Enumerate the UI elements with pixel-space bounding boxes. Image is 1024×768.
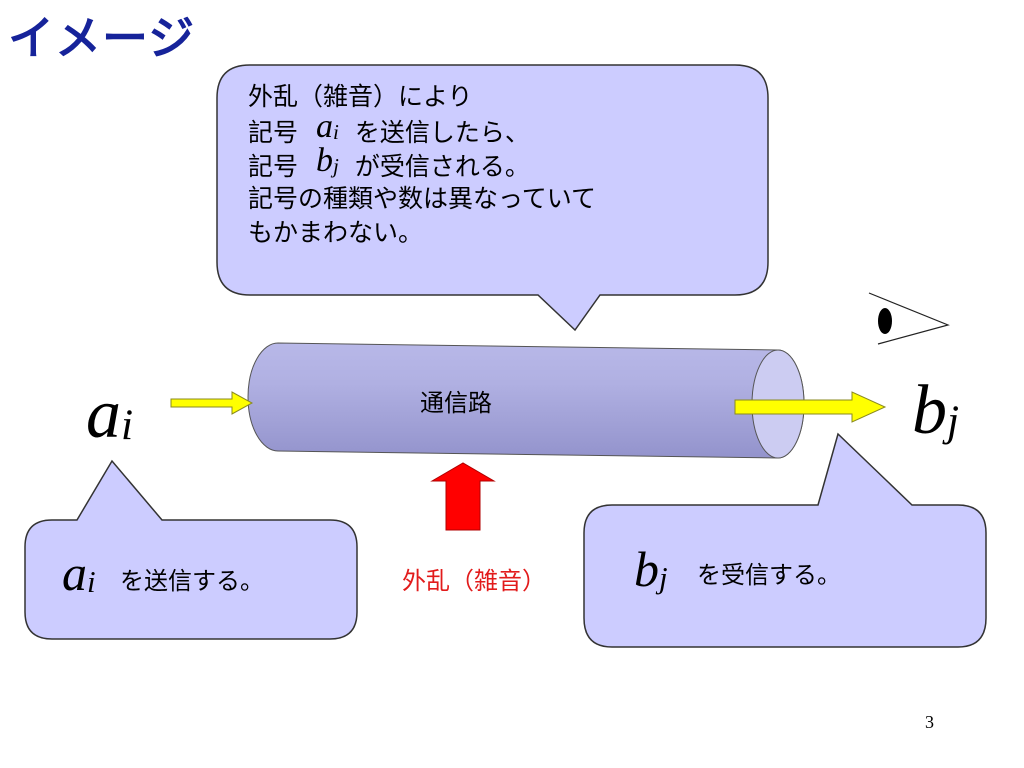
- callout-top-line-2-suffix: を送信したら、: [354, 118, 530, 147]
- sender-symbol: ai: [86, 376, 134, 453]
- callout-top-line-2-prefix: 記号: [248, 118, 299, 147]
- callout-top-line-1: 外乱（雑音）により: [248, 82, 473, 111]
- page-number: 3: [925, 712, 934, 732]
- noise-label: 外乱（雑音）: [402, 567, 546, 595]
- callout-top-symbol-b: bj: [316, 142, 339, 179]
- receiver-callout-text: を受信する。: [697, 561, 841, 589]
- eye-icon: [868, 292, 950, 345]
- slide-title: イメージ: [8, 11, 196, 65]
- callout-top-line-4: 記号の種類や数は異なっていて: [248, 184, 597, 213]
- noise-arrow: [430, 462, 496, 531]
- receiver-callout-symbol: bj: [634, 541, 668, 597]
- receiver-symbol: bj: [912, 372, 960, 449]
- callout-top-bubble: [216, 64, 769, 332]
- callout-top-line-2: 記号 ai を送信したら、: [248, 110, 748, 148]
- callout-top-line-3: 記号 bj が受信される。: [248, 144, 748, 182]
- channel-cylinder: [247, 342, 805, 459]
- receiver-callout-bubble: [583, 432, 987, 648]
- sender-callout-bubble: [24, 459, 358, 640]
- sender-callout-text: を送信する。: [120, 567, 264, 595]
- callout-top-line-3-suffix: が受信される。: [354, 152, 530, 181]
- callout-top-symbol-a: ai: [316, 108, 339, 145]
- callout-top-line-3-prefix: 記号: [248, 152, 299, 181]
- output-arrow: [734, 391, 887, 423]
- callout-top-line-5: もかまわない。: [248, 218, 424, 247]
- channel-label: 通信路: [420, 389, 492, 417]
- sender-callout-symbol: ai: [62, 545, 96, 601]
- input-arrow: [170, 391, 254, 415]
- callout-top-text: 外乱（雑音）により 記号 ai を送信したら、 記号 bj が受信される。 記号の種類や…: [248, 80, 748, 250]
